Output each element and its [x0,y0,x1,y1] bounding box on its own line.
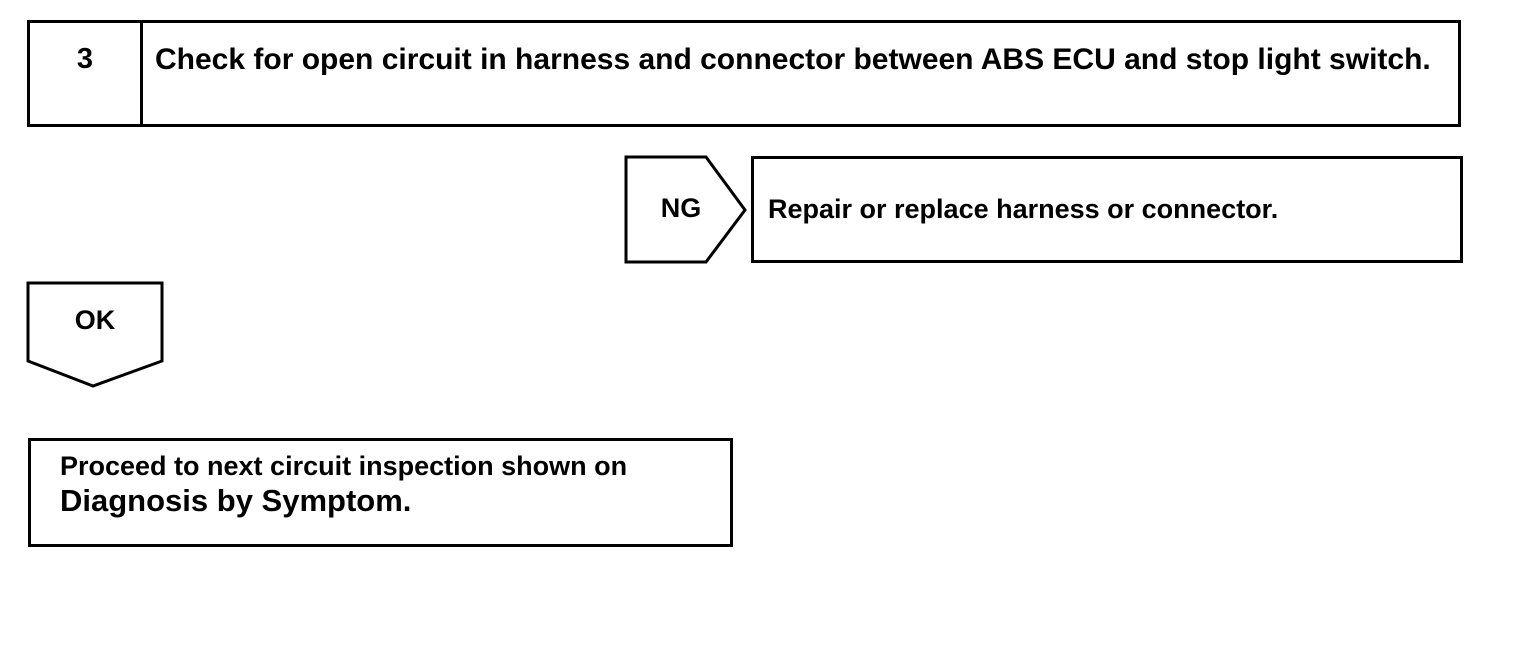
final-step-line2: Diagnosis by Symptom. [60,483,412,518]
step-title: Check for open circuit in harness and co… [155,43,1431,76]
ng-action-text: Repair or replace harness or connector. [768,194,1279,224]
final-step-line1: Proceed to next circuit inspection shown… [60,451,628,481]
final-step-box: Proceed to next circuit inspection shown… [28,438,733,547]
step-number: 3 [30,23,143,124]
ng-action-box: Repair or replace harness or connector. [751,156,1463,263]
step-box: 3 Check for open circuit in harness and … [27,20,1461,127]
ng-label: NG [660,193,702,223]
ok-label: OK [74,305,116,335]
